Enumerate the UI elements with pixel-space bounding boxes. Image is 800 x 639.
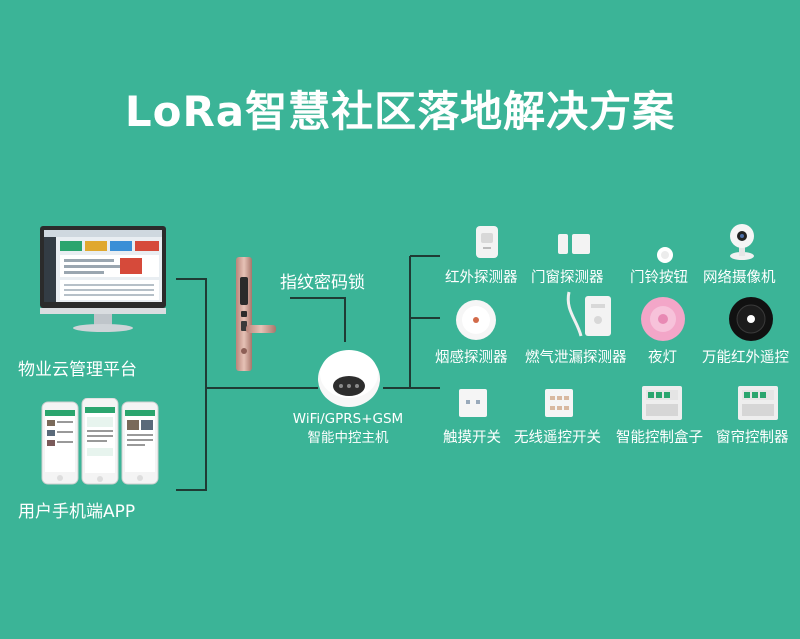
control-box-icon bbox=[640, 384, 684, 422]
hub-label-line1: WiFi/GPRS+GSM bbox=[292, 411, 404, 427]
night-light-icon bbox=[640, 296, 686, 342]
curtain-controller-icon bbox=[736, 384, 780, 422]
app-label: 用户手机端APP bbox=[18, 502, 136, 522]
phones-illustration bbox=[40, 397, 160, 486]
device-label-ir-remote: 万能红外遥控 bbox=[702, 350, 789, 366]
hub-icon bbox=[316, 346, 382, 408]
device-label-control-box: 智能控制盒子 bbox=[616, 430, 703, 446]
hub-label: WiFi/GPRS+GSM 智能中控主机 bbox=[268, 410, 428, 448]
touch-switch-icon bbox=[458, 388, 488, 418]
fingerprint-lock-icon bbox=[232, 255, 280, 373]
pir-sensor-icon bbox=[473, 225, 501, 259]
monitor-illustration bbox=[38, 222, 168, 334]
device-label-door-window: 门窗探测器 bbox=[531, 270, 604, 286]
door-sensor-icon bbox=[556, 232, 592, 256]
device-label-pir: 红外探测器 bbox=[445, 270, 518, 286]
remote-switch-icon bbox=[544, 388, 574, 418]
device-label-gas: 燃气泄漏探测器 bbox=[525, 350, 627, 366]
smoke-detector-icon bbox=[454, 298, 498, 342]
device-label-night-light: 夜灯 bbox=[648, 350, 677, 366]
ip-camera-icon bbox=[722, 222, 762, 262]
device-label-touch-switch: 触摸开关 bbox=[443, 430, 501, 446]
ir-remote-icon bbox=[728, 296, 774, 342]
device-label-doorbell: 门铃按钮 bbox=[630, 270, 688, 286]
platform-label: 物业云管理平台 bbox=[18, 360, 137, 380]
doorbell-button-icon bbox=[656, 246, 674, 264]
device-label-camera: 网络摄像机 bbox=[703, 270, 776, 286]
page-title: LoRa智慧社区落地解决方案 bbox=[124, 87, 676, 136]
device-label-smoke: 烟感探测器 bbox=[435, 350, 508, 366]
hub-label-line2: 智能中控主机 bbox=[307, 430, 389, 446]
gas-detector-icon bbox=[563, 290, 619, 340]
device-label-remote-switch: 无线遥控开关 bbox=[514, 430, 601, 446]
lock-label: 指纹密码锁 bbox=[280, 273, 365, 293]
device-label-curtain: 窗帘控制器 bbox=[716, 430, 789, 446]
